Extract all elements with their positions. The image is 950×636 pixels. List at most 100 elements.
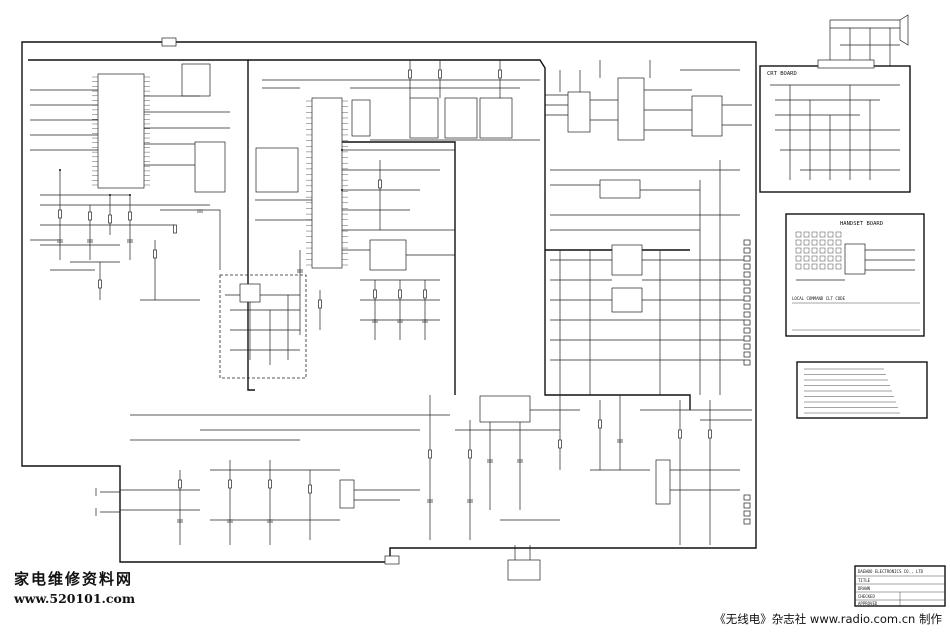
notes-box <box>796 361 928 419</box>
ic-u4 <box>255 147 299 193</box>
upper-right-section <box>545 60 752 525</box>
resistor <box>598 419 602 429</box>
connector-pin <box>743 343 751 350</box>
keypad-key <box>835 263 842 270</box>
resistor <box>153 249 157 259</box>
connector-pin <box>743 311 751 318</box>
resistor <box>678 429 682 439</box>
transformer-fbt <box>655 459 671 505</box>
connector-pin <box>743 239 751 246</box>
ic-u15 <box>599 179 641 199</box>
ic-u11 <box>239 283 261 303</box>
resistor <box>128 211 132 221</box>
ic-u7 <box>409 97 439 139</box>
connector-pin <box>743 518 751 525</box>
connector-pin <box>743 295 751 302</box>
resistor <box>98 279 102 289</box>
keypad-key <box>819 231 826 238</box>
keypad-key <box>819 263 826 270</box>
keypad-key <box>811 247 818 254</box>
resistor <box>318 299 322 309</box>
connector-pin <box>743 287 751 294</box>
connector-pin <box>743 351 751 358</box>
handset-board-outline <box>785 213 925 337</box>
connector-pin <box>743 271 751 278</box>
resistor <box>58 209 62 219</box>
keypad-key <box>803 263 810 270</box>
publisher-credit: 《无线电》杂志社 www.radio.com.cn 制作 <box>714 612 942 626</box>
dashed-module <box>219 274 307 379</box>
resistor <box>373 289 377 299</box>
keypad-key <box>795 247 802 254</box>
junction-dot <box>59 169 61 171</box>
connector-pin <box>743 247 751 254</box>
main-board-outline <box>21 37 757 565</box>
ic-u3 <box>194 141 226 193</box>
ic-u6 <box>351 99 371 137</box>
handset-board: HANDSET BOARD LOCAL COMMAND CLT CODE <box>785 213 925 337</box>
ic-remote <box>844 243 866 275</box>
resistor <box>108 214 112 224</box>
lower-section <box>95 395 752 581</box>
keypad-key <box>811 239 818 246</box>
resistor <box>178 479 182 489</box>
notes-outline <box>796 361 928 419</box>
crt-board-label: CRT BOARD <box>767 71 797 77</box>
resistor <box>708 429 712 439</box>
ic-u14 <box>691 95 723 137</box>
title-row-3: APPROVED <box>858 601 878 606</box>
title-row-1: DRAWN <box>858 586 871 591</box>
resistor <box>173 224 177 234</box>
resistor <box>308 484 312 494</box>
keypad-key <box>819 255 826 262</box>
keypad-key <box>803 247 810 254</box>
resistor <box>423 289 427 299</box>
keypad-key <box>803 239 810 246</box>
ic-main-mcu <box>97 73 145 189</box>
title-row-2: CHECKED <box>858 594 875 599</box>
watermark-site-url: www.520101.com <box>14 591 136 606</box>
connector-pin <box>743 279 751 286</box>
ic-u17 <box>611 287 643 313</box>
upper-left-section <box>30 63 299 301</box>
ic-u13 <box>617 77 645 141</box>
ic-u8 <box>444 97 478 139</box>
keypad-key <box>827 239 834 246</box>
keypad-key <box>795 239 802 246</box>
keypad-key <box>819 247 826 254</box>
junction-dot <box>109 194 111 196</box>
keypad-key <box>827 231 834 238</box>
resistor <box>378 179 382 189</box>
watermark-site-name: 家电维修资料网 <box>14 570 134 588</box>
connector-pin <box>743 510 751 517</box>
handset-board-label: HANDSET BOARD <box>840 221 883 227</box>
resistor <box>228 479 232 489</box>
keypad-key <box>835 239 842 246</box>
keypad-key <box>835 255 842 262</box>
ic-u12 <box>567 91 591 133</box>
keypad-key <box>811 255 818 262</box>
junction-dot <box>341 149 343 151</box>
keypad-table-title: LOCAL COMMAND CLT CODE <box>792 296 846 301</box>
ic-u16 <box>611 244 643 276</box>
connector-pin <box>743 327 751 334</box>
top-connector <box>161 37 177 47</box>
keypad-key <box>803 231 810 238</box>
transformer-smps <box>339 479 355 509</box>
title-company: DAEWOO ELECTRONICS CO., LTD <box>858 569 924 574</box>
connector-pin <box>743 303 751 310</box>
connector-pin <box>743 494 751 501</box>
keypad-traces <box>796 249 915 281</box>
resistor <box>398 289 402 299</box>
sub-block-outlines <box>28 59 691 410</box>
deflection-yoke <box>507 559 541 581</box>
junction-dot <box>129 194 131 196</box>
connector-pin <box>743 502 751 509</box>
keypad-key <box>819 239 826 246</box>
bottom-connector <box>384 555 400 565</box>
ic-u9 <box>479 97 513 139</box>
keypad-key <box>795 231 802 238</box>
keypad-key <box>811 231 818 238</box>
ic-u18 <box>479 395 531 423</box>
resistor <box>408 69 412 79</box>
